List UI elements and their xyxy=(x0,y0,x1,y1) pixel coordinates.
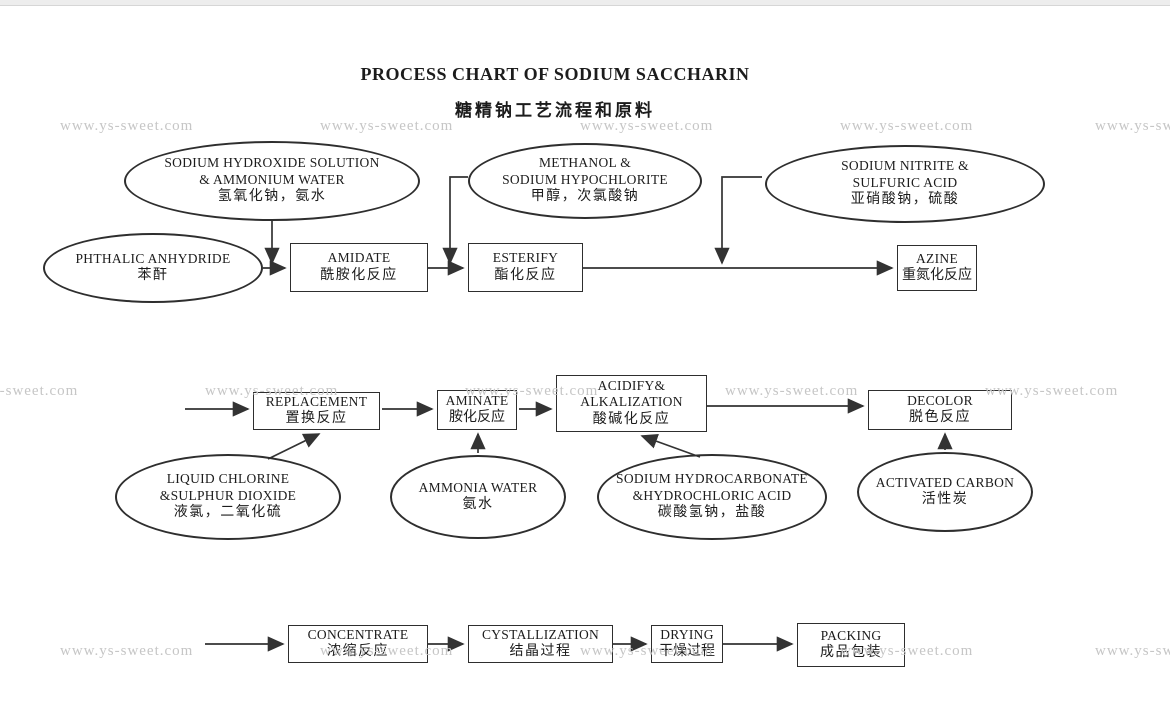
node-label-zh: 干燥过程 xyxy=(659,644,715,660)
node-label-en: SODIUM HYDROXIDE SOLUTION xyxy=(164,155,380,171)
node-label-zh: 液氯，二氧化硫 xyxy=(173,505,283,521)
node-drying: DRYING 干燥过程 xyxy=(651,625,723,663)
node-label-en: ACIDIFY& xyxy=(597,377,666,393)
node-sodium-hydroxide: SODIUM HYDROXIDE SOLUTION & AMMONIUM WAT… xyxy=(124,141,420,221)
node-packing: PACKING 成品包装 xyxy=(797,623,905,667)
node-label-en: AMIDATE xyxy=(327,250,391,266)
node-label-zh: 碳酸氢钠，盐酸 xyxy=(657,505,767,521)
node-label-en: SULFURIC ACID xyxy=(852,174,958,190)
node-label-en: DRYING xyxy=(660,626,714,642)
node-label-zh: 酸碱化反应 xyxy=(592,411,671,427)
node-decolor: DECOLOR 脱色反应 xyxy=(868,390,1012,430)
node-methanol: METHANOL & SODIUM HYPOCHLORITE 甲醇，次氯酸钠 xyxy=(468,143,702,219)
node-label-en: AZINE xyxy=(916,250,958,266)
node-label-zh: 苯酐 xyxy=(137,268,169,284)
watermark: www.ys-sweet.com xyxy=(60,643,194,659)
node-esterify: ESTERIFY 酯化反应 xyxy=(468,243,583,292)
node-label-en: PHTHALIC ANHYDRIDE xyxy=(75,250,231,266)
node-label-zh: 脱色反应 xyxy=(909,410,971,426)
node-label-zh: 氨水 xyxy=(462,497,494,513)
top-border-strip xyxy=(0,0,1170,6)
node-label-en: ALKALIZATION xyxy=(580,394,683,410)
node-cystallization: CYSTALLIZATION 结晶过程 xyxy=(468,625,613,663)
node-label-en: CONCENTRATE xyxy=(307,626,409,642)
node-label-en: LIQUID CHLORINE xyxy=(166,471,290,487)
node-sodium-hydrocarbonate: SODIUM HYDROCARBONATE &HYDROCHLORIC ACID… xyxy=(597,454,827,540)
node-phthalic-anhydride: PHTHALIC ANHYDRIDE 苯酐 xyxy=(43,233,263,303)
node-label-zh: 成品包装 xyxy=(820,645,882,661)
node-label-en: METHANOL & xyxy=(538,155,632,171)
node-label-en: DECOLOR xyxy=(907,392,973,408)
node-ammonia-water: AMMONIA WATER 氨水 xyxy=(390,455,566,539)
node-label-en: ESTERIFY xyxy=(492,250,559,266)
watermark: www.ys-sweet.com xyxy=(0,383,79,399)
node-label-en: AMINATE xyxy=(445,392,509,408)
node-concentrate: CONCENTRATE 浓缩反应 xyxy=(288,625,428,663)
watermark: www.ys-sweet.com xyxy=(1095,643,1170,659)
node-label-zh: 胺化反应 xyxy=(449,410,505,426)
node-label-en: & AMMONIUM WATER xyxy=(199,171,345,187)
node-label-en: AMMONIA WATER xyxy=(418,479,538,495)
node-label-en: CYSTALLIZATION xyxy=(481,626,600,642)
node-label-zh: 重氮化反应 xyxy=(902,268,972,284)
node-label-zh: 酰胺化反应 xyxy=(320,267,398,283)
node-label-zh: 氢氧化钠，氨水 xyxy=(217,189,327,205)
node-label-en: SODIUM HYPOCHLORITE xyxy=(502,171,668,187)
node-label-zh: 置换反应 xyxy=(285,411,348,427)
node-label-zh: 酯化反应 xyxy=(494,267,557,283)
watermark: www.ys-sweet.com xyxy=(725,383,859,399)
node-amidate: AMIDATE 酰胺化反应 xyxy=(290,243,428,292)
node-label-en: REPLACEMENT xyxy=(265,393,368,409)
node-sodium-nitrite: SODIUM NITRITE & SULFURIC ACID 亚硝酸钠，硫酸 xyxy=(765,145,1045,223)
node-replacement: REPLACEMENT 置换反应 xyxy=(253,392,380,430)
node-label-zh: 甲醇，次氯酸钠 xyxy=(530,189,640,205)
node-label-en: ACTIVATED CARBON xyxy=(875,474,1015,490)
node-label-zh: 结晶过程 xyxy=(509,644,572,660)
node-acidify-alkalization: ACIDIFY& ALKALIZATION 酸碱化反应 xyxy=(556,375,707,432)
node-liquid-chlorine: LIQUID CHLORINE &SULPHUR DIOXIDE 液氯，二氧化硫 xyxy=(115,454,341,540)
node-label-zh: 浓缩反应 xyxy=(327,644,389,660)
arrow-sodium-nitrite-down xyxy=(714,176,762,265)
node-label-en: PACKING xyxy=(820,627,882,643)
arrow-liquid-chlorine-up xyxy=(267,433,321,460)
node-label-zh: 活性炭 xyxy=(921,492,969,508)
node-label-en: &SULPHUR DIOXIDE xyxy=(159,487,297,503)
node-label-en: SODIUM NITRITE & xyxy=(841,158,969,174)
node-azine: AZINE 重氮化反应 xyxy=(897,245,977,291)
page-title: PROCESS CHART OF SODIUM SACCHARIN xyxy=(360,64,750,84)
page-subtitle: 糖精钠工艺流程和原料 xyxy=(455,101,655,120)
node-activated-carbon: ACTIVATED CARBON 活性炭 xyxy=(857,452,1033,532)
node-label-zh: 亚硝酸钠，硫酸 xyxy=(850,192,960,208)
node-label-en: &HYDROCHLORIC ACID xyxy=(632,487,792,503)
arrow-methanol-down xyxy=(442,176,468,265)
node-aminate: AMINATE 胺化反应 xyxy=(437,390,517,430)
node-label-en: SODIUM HYDROCARBONATE xyxy=(616,471,808,487)
